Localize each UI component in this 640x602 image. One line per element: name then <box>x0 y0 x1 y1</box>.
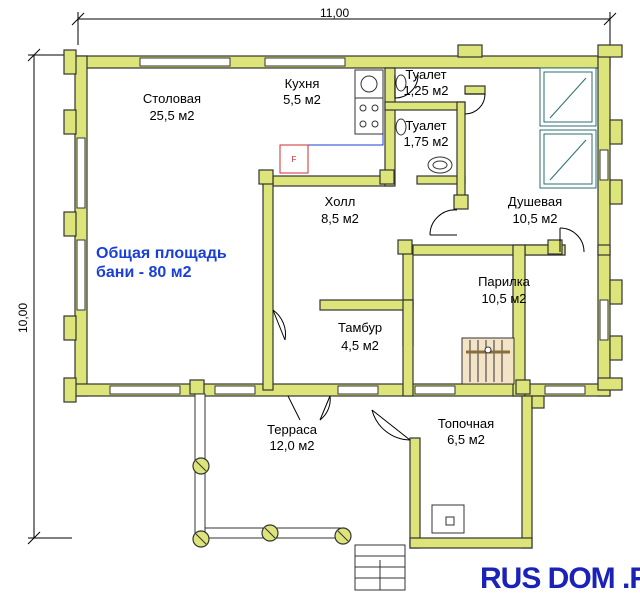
brand-watermark: RUS DOM .RU <box>480 562 640 595</box>
room-area: 5,5 м2 <box>283 92 321 107</box>
kitchen-equipment <box>279 69 384 174</box>
room-name: Кухня <box>285 76 320 91</box>
terrace-railing <box>192 393 352 548</box>
room-area: 6,5 м2 <box>447 432 485 447</box>
room-labels: Столовая 25,5 м2 Кухня 5,5 м2 Туалет 1,2… <box>143 67 562 453</box>
room-area: 1,75 м2 <box>403 134 448 149</box>
boiler <box>431 504 465 534</box>
room-name: Туалет <box>405 118 446 133</box>
windows <box>76 57 609 395</box>
room-area: 4,5 м2 <box>341 338 379 353</box>
log-ends <box>63 44 623 403</box>
room-name: Столовая <box>143 91 201 106</box>
total-area-line-1: Общая площадь <box>96 245 227 262</box>
walls <box>74 55 611 549</box>
room-name: Топочная <box>438 416 494 431</box>
room-name: Парилка <box>478 274 531 289</box>
width-dimension <box>71 12 617 45</box>
room-area: 25,5 м2 <box>149 108 194 123</box>
room-area: 1,25 м2 <box>403 83 448 98</box>
room-area: 8,5 м2 <box>321 211 359 226</box>
height-label: 10,00 <box>16 303 30 333</box>
sauna-stove <box>461 337 515 385</box>
height-dimension <box>27 48 72 545</box>
fridge-mark: F <box>292 155 297 164</box>
room-name: Туалет <box>405 67 446 82</box>
stairs <box>354 544 406 591</box>
doors <box>272 74 585 441</box>
width-label: 11,00 <box>320 6 349 20</box>
room-area: 10,5 м2 <box>481 291 526 306</box>
room-name: Душевая <box>508 194 562 209</box>
total-area-line-2: бани - 80 м2 <box>96 264 192 281</box>
room-name: Тамбур <box>338 320 382 335</box>
room-name: Холл <box>325 194 356 209</box>
room-area: 12,0 м2 <box>269 438 314 453</box>
room-area: 10,5 м2 <box>512 211 557 226</box>
room-name: Терраса <box>267 422 318 437</box>
shower-trays <box>539 67 597 189</box>
toilet-fixtures <box>395 74 453 174</box>
